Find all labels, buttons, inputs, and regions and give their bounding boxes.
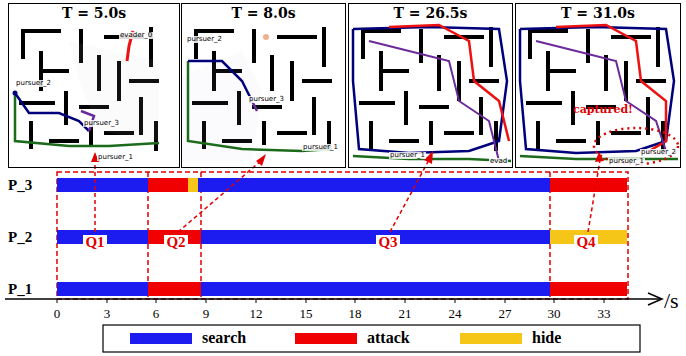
- tick-label: 30: [548, 307, 561, 320]
- tick-label: 27: [499, 307, 512, 320]
- panel-title: T = 8.0s: [182, 6, 345, 20]
- agent-label: pursuer_1: [608, 158, 645, 165]
- agent-label: pursuer_2: [640, 149, 677, 156]
- tick-label: 15: [300, 307, 313, 320]
- agent-label: evader_0: [119, 32, 153, 39]
- panel-title: T = 5.0s: [9, 6, 179, 20]
- callout-label: Q3: [376, 235, 399, 250]
- panel-title: T = 31.0s: [516, 6, 680, 20]
- legend-text: search: [202, 330, 246, 346]
- tick-label: 9: [203, 307, 210, 320]
- legend-swatch: [460, 333, 522, 344]
- agent-label: pursuer_1: [302, 144, 339, 151]
- agent-label: pursuer_1: [97, 154, 134, 161]
- legend-swatch: [295, 333, 357, 344]
- axis-unit: /s: [664, 290, 679, 312]
- callout-label: Q2: [164, 235, 187, 250]
- callout-label: Q4: [574, 235, 597, 250]
- maze-panel: T = 5.0s evader_0 pursuer_2 pursuer_3pursue…: [8, 3, 180, 168]
- row-label: P_3: [8, 178, 32, 193]
- tick-label: 21: [399, 307, 412, 320]
- tick-label: 6: [153, 307, 160, 320]
- legend-text: hide: [532, 330, 561, 346]
- capture-note: captured!: [572, 104, 634, 115]
- agent-label: evad: [489, 158, 508, 165]
- agent-label: pursuer_2: [186, 36, 223, 43]
- callout-label: Q1: [83, 235, 106, 250]
- legend-text: attack: [367, 330, 410, 346]
- tick-label: 0: [54, 307, 61, 320]
- agent-label: pursuer_1: [389, 152, 426, 159]
- agent-label: pursuer_2: [15, 80, 52, 87]
- tick-label: 24: [449, 307, 462, 320]
- maze-panel: T = 31.0s captured! pursuer_1 pursuer_2: [515, 3, 681, 168]
- panel-title: T = 26.5s: [349, 6, 512, 20]
- tick-label: 33: [598, 307, 611, 320]
- tick-label: 12: [250, 307, 263, 320]
- maze-panel: T = 8.0s pursuer_2 pursuer_3 pursuer_1: [181, 3, 346, 168]
- maze-panel: T = 26.5s pursuer_1evad: [348, 3, 513, 168]
- agent-label: pursuer_3: [83, 120, 120, 127]
- tick-label: 3: [104, 307, 111, 320]
- tick-label: 18: [349, 307, 362, 320]
- agent-label: pursuer_3: [248, 96, 285, 103]
- legend-swatch: [130, 333, 192, 344]
- row-label: P_2: [8, 230, 32, 245]
- row-label: P_1: [8, 282, 32, 297]
